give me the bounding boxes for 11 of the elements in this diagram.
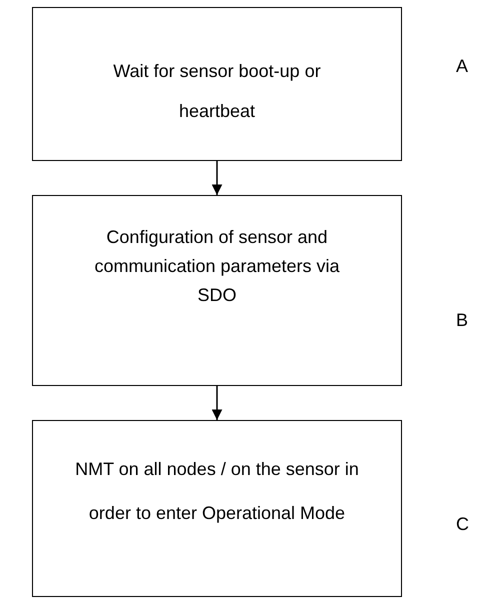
box-text: NMT on all nodes / on the sensor in order to enter Operational Mode [74, 458, 360, 525]
step-letter: B [456, 309, 468, 331]
box-text: Configuration of sensor and communication parameters via SDO [93, 226, 341, 307]
arrow [212, 386, 222, 420]
step-letter: C [456, 513, 469, 535]
process-box [32, 7, 402, 161]
process-box [32, 420, 402, 597]
arrow [212, 161, 222, 195]
step-letter: A [456, 55, 468, 77]
process-box [32, 195, 402, 386]
box-text: Wait for sensor boot-up or heartbeat [112, 60, 322, 123]
